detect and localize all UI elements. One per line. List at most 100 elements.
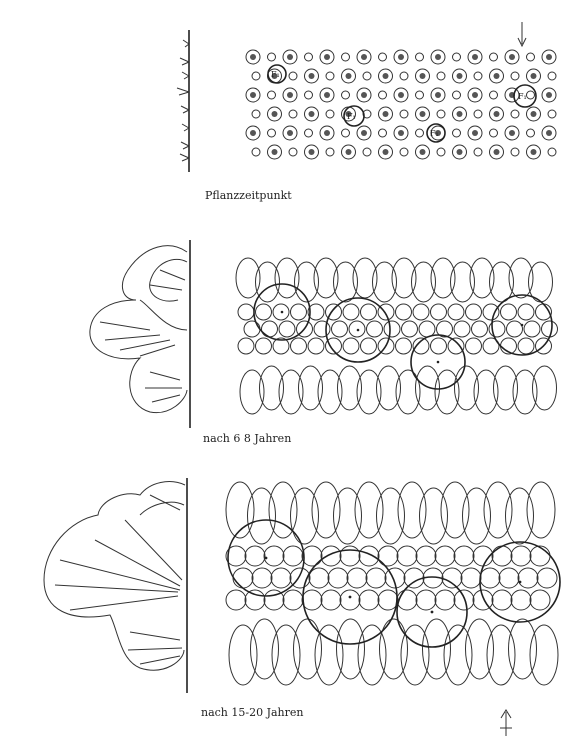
plant-mark: [490, 91, 498, 99]
plant-core: [250, 130, 256, 136]
crown-small: [314, 321, 330, 337]
crown-small: [402, 321, 418, 337]
plant-mark: [268, 53, 276, 61]
crown-small: [507, 321, 523, 337]
crown-small: [359, 546, 379, 566]
crown-outline: [530, 625, 558, 685]
crown-hatched: [332, 321, 348, 337]
crown-small: [347, 568, 367, 588]
crown-outline: [435, 370, 459, 414]
crown-hatched: [501, 304, 517, 320]
crown-outline: [431, 258, 455, 298]
crown-outline: [513, 370, 537, 414]
plant-core: [272, 111, 278, 117]
plant-core: [398, 54, 404, 60]
crown-hatched: [511, 590, 531, 610]
crown-hatched: [343, 304, 359, 320]
caption-after-6-8-years: nach 6 8 Jahren: [203, 432, 291, 445]
seedling-mark: [180, 154, 189, 161]
caption-planting-time: Pflanzzeitpunkt: [205, 189, 292, 202]
crown-outline: [396, 370, 420, 414]
crown-outline: [392, 258, 416, 298]
plant-mark: [305, 129, 313, 137]
plant-core: [346, 73, 352, 79]
plant-mark: [474, 148, 482, 156]
plant-mark: [379, 129, 387, 137]
crown-outline: [420, 488, 448, 544]
crown-small: [245, 546, 265, 566]
plant-core: [457, 149, 463, 155]
plant-mark: [437, 148, 445, 156]
plant-core: [472, 92, 478, 98]
plant-core: [287, 130, 293, 136]
stage2-panel: [90, 240, 558, 428]
crown-small: [302, 590, 322, 610]
plant-mark: [305, 91, 313, 99]
plant-mark: [252, 148, 260, 156]
crown-outline: [291, 488, 319, 544]
crown-small: [233, 568, 253, 588]
crown-center: [281, 311, 284, 314]
crown-outline: [398, 482, 426, 538]
crown-small: [518, 568, 538, 588]
crown-outline: [240, 370, 264, 414]
crown-small: [349, 321, 365, 337]
crown-small: [431, 304, 447, 320]
stage3-panel: [44, 478, 560, 736]
plant-core: [472, 54, 478, 60]
crown-hatched: [264, 546, 284, 566]
plant-core: [509, 54, 515, 60]
crown-small: [419, 321, 435, 337]
plant-core: [309, 111, 315, 117]
plant-mark: [342, 91, 350, 99]
crown-small: [321, 546, 341, 566]
stage3-marker-arrow: [500, 710, 512, 736]
plant-core: [546, 130, 552, 136]
crown-outline: [248, 488, 276, 544]
plant-mark: [416, 91, 424, 99]
crown-hatched: [359, 590, 379, 610]
crown-outline: [416, 366, 440, 410]
stage3-crowns: [226, 482, 560, 685]
seedling-mark: [181, 142, 189, 149]
crown-small: [271, 568, 291, 588]
crown-hatched: [283, 590, 303, 610]
crown-outline: [377, 488, 405, 544]
plant-mark: [527, 91, 535, 99]
seedling-mark: [180, 58, 189, 65]
plant-mark: [453, 91, 461, 99]
plant-core: [287, 54, 293, 60]
plant-mark: [453, 129, 461, 137]
crown-small: [309, 568, 329, 588]
tree-tag-d: F₁: [514, 85, 536, 107]
crown-outline: [533, 366, 557, 410]
crown-outline: [318, 370, 342, 414]
plant-mark: [511, 72, 519, 80]
crown-small: [244, 321, 260, 337]
plant-core: [287, 92, 293, 98]
plant-mark: [326, 148, 334, 156]
crown-center: [519, 581, 522, 584]
plant-mark: [527, 129, 535, 137]
plant-core: [494, 111, 500, 117]
crown-hatched: [530, 546, 550, 566]
crown-hatched: [308, 338, 324, 354]
plant-core: [457, 111, 463, 117]
crown-outline: [377, 366, 401, 410]
plant-core: [250, 54, 256, 60]
crown-outline: [355, 482, 383, 538]
crown-outline: [451, 262, 475, 302]
plant-mark: [416, 129, 424, 137]
crown-hatched: [279, 321, 295, 337]
crown-hatched: [397, 590, 417, 610]
crown-outline: [275, 258, 299, 298]
svg-text:F₁: F₁: [271, 70, 280, 79]
seedling-mark: [183, 40, 189, 47]
plant-core: [346, 149, 352, 155]
plant-core: [361, 130, 367, 136]
crown-small: [256, 304, 272, 320]
crown-small: [518, 304, 534, 320]
plant-core: [383, 73, 389, 79]
crown-hatched: [435, 590, 455, 610]
